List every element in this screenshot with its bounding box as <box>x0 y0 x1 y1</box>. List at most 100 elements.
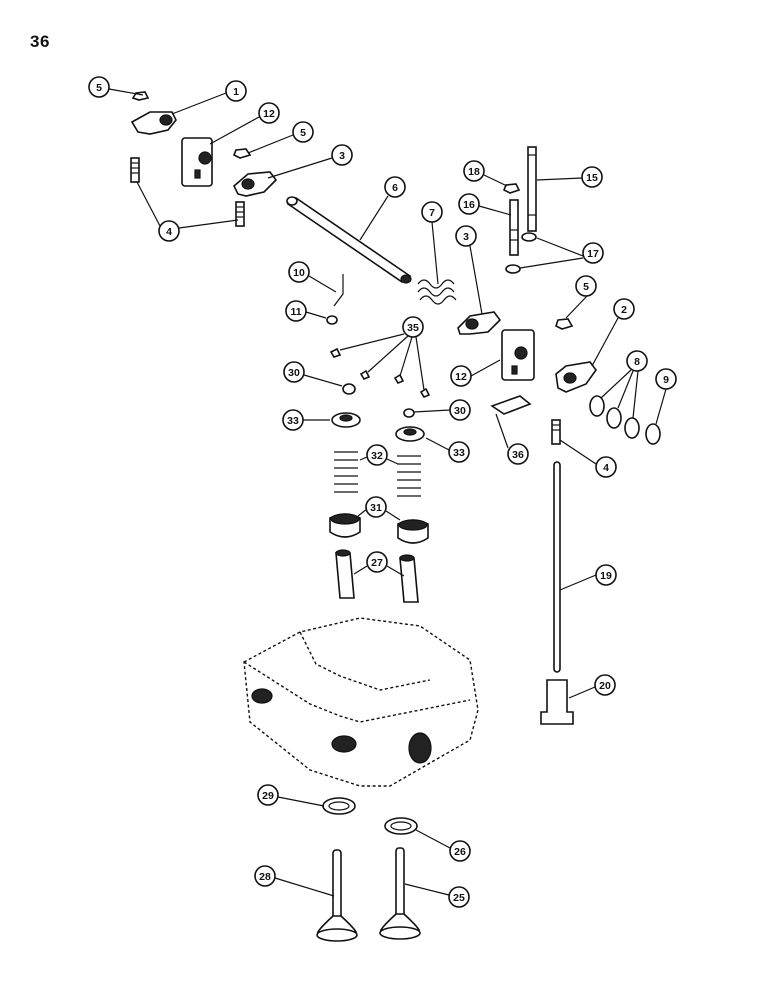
leader-line <box>470 359 501 377</box>
svg-text:4: 4 <box>166 226 172 238</box>
callout-3: 3 <box>455 225 477 247</box>
svg-text:28: 28 <box>259 871 271 883</box>
leader-line <box>519 257 584 269</box>
part-nut-18 <box>502 183 521 194</box>
part-rocker-arm-2 <box>555 361 597 393</box>
svg-text:5: 5 <box>300 127 306 139</box>
leader-line <box>359 456 368 461</box>
part-rocker-shaft-6 <box>286 196 412 284</box>
leader-line <box>108 88 144 96</box>
svg-text:25: 25 <box>453 892 465 904</box>
callout-36: 36 <box>507 443 529 465</box>
leader-line <box>536 237 584 257</box>
part-retainer-33b <box>395 426 425 442</box>
part-spring-7 <box>417 279 457 305</box>
leader-line <box>367 335 409 373</box>
callout-1: 1 <box>225 80 247 102</box>
svg-text:32: 32 <box>371 450 383 462</box>
callout-labels: 5 1 12 5 3 4 6 18 15 16 3 17 7 10 11 5 2… <box>88 76 677 908</box>
part-clip-11 <box>326 315 338 325</box>
callout-30: 30 <box>449 399 471 421</box>
callout-25: 25 <box>448 886 470 908</box>
callout-6: 6 <box>384 176 406 198</box>
leader-line <box>303 374 343 387</box>
leader-line <box>655 388 667 425</box>
callout-33: 33 <box>282 409 304 431</box>
leader-line <box>178 219 239 229</box>
part-cap-30b <box>403 408 415 418</box>
leader-line <box>469 245 483 315</box>
part-cup-31a <box>329 513 361 538</box>
part-ring-9 <box>645 423 661 445</box>
leader-line <box>305 311 327 319</box>
callout-16: 16 <box>458 193 480 215</box>
leader-line <box>568 686 596 699</box>
part-keepers-35 <box>329 347 431 398</box>
callout-30: 30 <box>283 361 305 383</box>
leader-line <box>385 510 401 521</box>
part-support-12b <box>501 329 535 381</box>
svg-text:5: 5 <box>96 82 102 94</box>
svg-text:33: 33 <box>287 415 299 427</box>
part-seat-29 <box>322 797 356 815</box>
callout-7: 7 <box>421 201 443 223</box>
part-tube-10 <box>333 274 344 307</box>
part-stud-15 <box>527 146 537 232</box>
part-nut-5c <box>555 318 574 330</box>
leader-line <box>339 333 405 351</box>
leader-line <box>267 157 333 179</box>
leader-line <box>536 177 583 181</box>
svg-text:26: 26 <box>454 846 466 858</box>
part-cup-31b <box>397 519 429 544</box>
callout-2: 2 <box>613 298 635 320</box>
callout-3: 3 <box>331 144 353 166</box>
svg-text:3: 3 <box>463 231 469 243</box>
part-stud-4b <box>235 201 245 227</box>
callout-31: 31 <box>365 496 387 518</box>
svg-text:18: 18 <box>468 166 480 178</box>
callout-11: 11 <box>285 300 307 322</box>
svg-text:19: 19 <box>600 570 612 582</box>
part-valve-25 <box>379 847 421 940</box>
leader-line <box>399 336 413 377</box>
leader-line <box>617 370 634 409</box>
part-rocker-arm-1 <box>130 111 177 135</box>
leader-line <box>495 413 509 449</box>
leader-line <box>431 221 439 285</box>
part-washer-17a <box>521 232 537 242</box>
part-stud-4a <box>130 157 140 183</box>
leader-line <box>404 883 450 896</box>
callout-32: 32 <box>366 444 388 466</box>
part-washer-17b <box>505 264 521 274</box>
leader-line <box>136 181 161 227</box>
svg-text:3: 3 <box>339 150 345 162</box>
leader-line <box>591 317 619 367</box>
callout-29: 29 <box>257 784 279 806</box>
leader-line <box>386 458 399 465</box>
callout-12: 12 <box>450 365 472 387</box>
leader-line <box>632 370 639 419</box>
leader-line <box>565 295 588 319</box>
part-pushrod-19 <box>553 461 561 673</box>
svg-text:29: 29 <box>262 790 274 802</box>
callout-5: 5 <box>88 76 110 98</box>
svg-text:30: 30 <box>454 405 466 417</box>
leader-line <box>415 336 425 391</box>
svg-text:27: 27 <box>371 557 383 569</box>
svg-text:10: 10 <box>293 267 305 279</box>
part-nut-5b <box>232 148 252 159</box>
part-bracket-36 <box>490 395 532 415</box>
svg-text:30: 30 <box>288 367 300 379</box>
leader-line <box>425 437 450 451</box>
callout-12: 12 <box>258 102 280 124</box>
part-tappet-20 <box>540 679 574 725</box>
callout-33: 33 <box>448 441 470 463</box>
part-rocker-arm-3b <box>457 311 502 335</box>
part-seat-26 <box>384 817 418 835</box>
part-stud-4c <box>551 419 561 445</box>
svg-text:11: 11 <box>290 306 301 318</box>
callout-28: 28 <box>254 865 276 887</box>
leader-line <box>413 409 451 413</box>
leader-line <box>209 116 260 145</box>
